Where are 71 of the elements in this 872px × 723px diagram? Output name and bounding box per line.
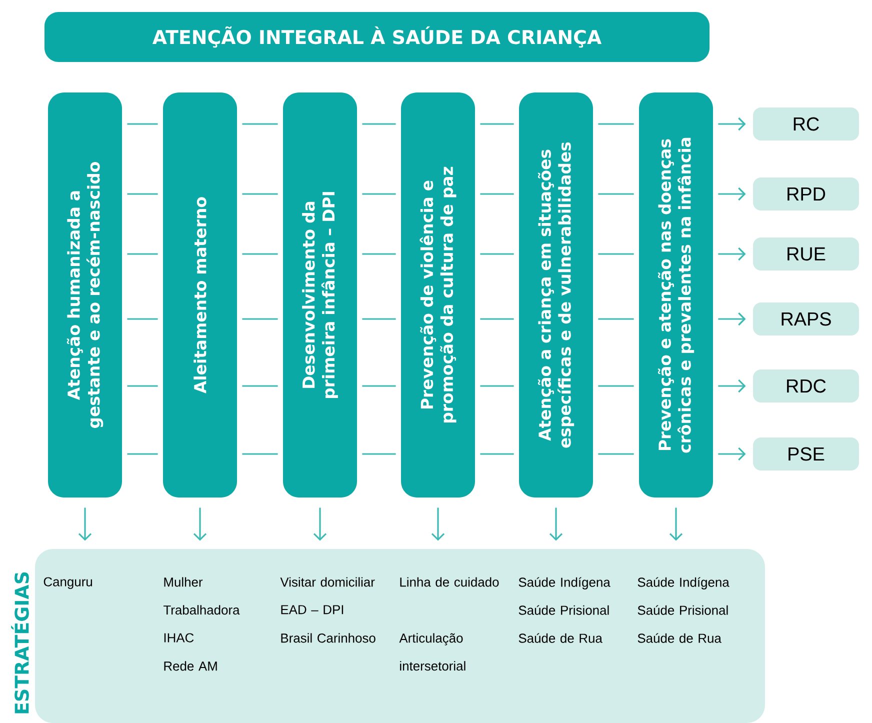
connector-line (480, 453, 514, 455)
connector-line (480, 318, 514, 320)
pillar-box: Desenvolvimento da primeira infância – DPI (283, 92, 357, 498)
strategy-text: EAD – DPI (281, 605, 344, 614)
title-bar: ATENÇÃO INTEGRAL À SAÚDE DA CRIANÇA (44, 12, 710, 62)
network-box: PSE (753, 438, 859, 470)
connector-line (362, 385, 396, 387)
network-box: RPD (753, 178, 859, 210)
strategy-text: Saúde Prisional (638, 605, 728, 615)
arrow (313, 508, 327, 541)
connector-line (127, 318, 158, 320)
connector-line (362, 453, 396, 455)
connector-line (242, 253, 278, 255)
strategy-text: Visitar domiciliar (280, 577, 375, 587)
connector-line (480, 385, 514, 387)
connector-line (480, 253, 514, 255)
connector-line (598, 318, 634, 320)
strategy-text: Brasil Carinhoso (281, 633, 376, 643)
connector-line (598, 193, 634, 195)
connector-line (362, 193, 396, 195)
network-box: RC (753, 108, 859, 140)
connector-line (242, 453, 278, 455)
pillar-box: Prevenção e atenção nas doenças crônicas e prevalentes na infância (639, 92, 713, 498)
strategy-text: IHAC (164, 633, 194, 642)
pillar-box: Prevenção de violência e promoção da cultura de paz (401, 92, 475, 498)
connector-line (127, 123, 158, 125)
arrow (193, 508, 207, 541)
panel-heading: ESTRATÉGIAS (11, 572, 29, 714)
connector-line (362, 123, 396, 125)
network-box: RUE (753, 238, 859, 270)
arrow (718, 187, 746, 201)
network-box: RAPS (753, 302, 859, 336)
arrow (78, 508, 92, 541)
connector-line (598, 385, 634, 387)
connector-line (242, 193, 278, 195)
connector-line (598, 253, 634, 255)
pillar-box: Atenção humanizada a gestante e ao recém-nascido (48, 92, 122, 498)
connector-line (127, 385, 158, 387)
strategy-text: Linha de cuidado (400, 577, 499, 587)
pillar-box: Aleitamento materno (163, 92, 237, 498)
connector-line (598, 453, 634, 455)
arrow (718, 247, 746, 261)
connector-line (480, 193, 514, 195)
arrow (718, 312, 746, 326)
network-box: RDC (753, 370, 859, 402)
connector-line (127, 253, 158, 255)
connector-line (362, 253, 396, 255)
arrow (718, 117, 746, 131)
connector-line (480, 123, 514, 125)
strategy-text: Saúde Indígena (518, 577, 610, 590)
arrow (669, 508, 683, 541)
arrow (718, 447, 746, 461)
strategy-text: Saúde de Rua (638, 633, 722, 643)
arrow (549, 508, 563, 541)
strategy-text: Saúde Prisional (518, 605, 609, 615)
pillar-box: Atenção a criança em situações específicas e de vulnerabilidades (519, 92, 593, 498)
connector-line (242, 318, 278, 320)
connector-line (598, 123, 634, 125)
connector-line (242, 385, 278, 387)
connector-line (362, 318, 396, 320)
strategy-text: Mulher Trabalhadora (164, 577, 240, 615)
strategy-text: Saúde de Rua (518, 633, 602, 643)
connector-line (242, 123, 278, 125)
strategy-text: Articulação intersetorial (399, 633, 466, 671)
arrow (718, 379, 746, 393)
arrow (431, 508, 445, 541)
strategy-text: Canguru (44, 577, 92, 589)
connector-line (127, 453, 158, 455)
connector-line (127, 193, 158, 195)
strategy-text: Rede AM (164, 661, 217, 671)
strategy-text: Saúde Indígena (638, 577, 730, 590)
